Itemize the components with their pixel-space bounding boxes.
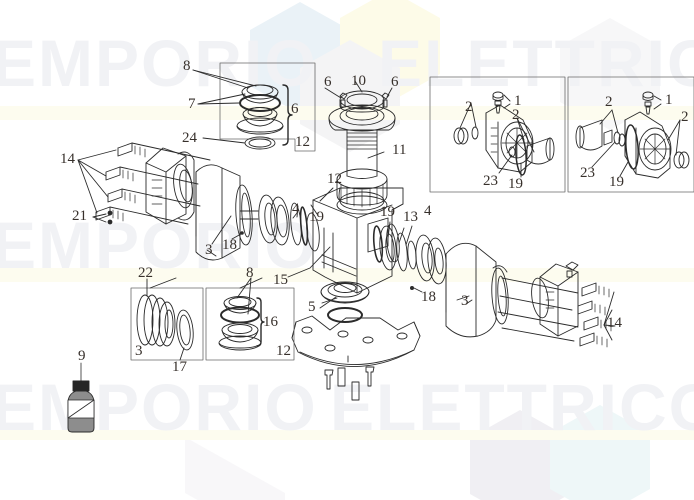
callout-3-left: 3 <box>205 242 213 258</box>
callout-2-box2-left: 2 <box>605 94 613 110</box>
callout-14-right: 14 <box>607 315 622 331</box>
callout-16: 16 <box>263 314 278 330</box>
callout-12-center: 12 <box>327 171 342 187</box>
callout-15: 15 <box>273 272 288 288</box>
callout-18-right: 18 <box>421 289 436 305</box>
callout-13: 13 <box>403 209 418 225</box>
callout-5: 5 <box>308 299 316 315</box>
detail-box-bellows <box>192 62 316 152</box>
callout-22: 22 <box>138 265 153 281</box>
detail-box-motor-a <box>429 76 566 193</box>
detail-box-seal-kit <box>205 277 295 361</box>
gearbox-housing <box>306 187 404 294</box>
right-drive-assembly <box>372 221 616 348</box>
callout-2-box2-right: 2 <box>681 109 689 125</box>
callout-9: 9 <box>78 348 86 364</box>
callout-1-box1: 1 <box>514 93 522 109</box>
callout-8-bottom: 8 <box>246 265 254 281</box>
callout-19-box2: 19 <box>609 174 624 190</box>
oil-bottle-part-9 <box>67 362 95 433</box>
callout-11: 11 <box>392 142 407 158</box>
shaft-flange-assembly <box>324 80 396 215</box>
callout-3-box: 3 <box>135 343 143 359</box>
callout-4-left: 4 <box>292 201 300 217</box>
callout-19-left: 19 <box>309 209 324 225</box>
callout-19-box1: 19 <box>508 176 523 192</box>
left-drive-assembly <box>77 142 334 261</box>
callout-21: 21 <box>72 208 87 224</box>
callout-2-box1-left: 2 <box>465 99 473 115</box>
callout-19-right: 19 <box>380 204 395 220</box>
callout-6-left: 6 <box>324 74 332 90</box>
callout-6-bracket: 6 <box>291 101 299 117</box>
callout-8-top: 8 <box>183 58 191 74</box>
callout-18-left: 18 <box>222 237 237 253</box>
callout-7: 7 <box>188 96 196 112</box>
callout-4-right: 4 <box>424 203 432 219</box>
callout-24: 24 <box>182 130 197 146</box>
callout-10: 10 <box>351 73 366 89</box>
callout-3-right: 3 <box>461 293 469 309</box>
callout-12-box-top: 12 <box>295 134 310 150</box>
base-plate-assembly <box>287 246 421 401</box>
callout-1-box2: 1 <box>665 92 673 108</box>
detail-box-motor-b <box>567 76 694 193</box>
callout-17: 17 <box>172 359 187 375</box>
callout-6-right: 6 <box>391 74 399 90</box>
callout-2-box1-right: 2 <box>512 107 520 123</box>
callout-14-left: 14 <box>60 151 75 167</box>
detail-box-bearing-kit <box>130 277 204 361</box>
callout-23-box1: 23 <box>483 173 498 189</box>
callout-12-box-bottom: 12 <box>276 343 291 359</box>
callout-23-box2: 23 <box>580 165 595 181</box>
